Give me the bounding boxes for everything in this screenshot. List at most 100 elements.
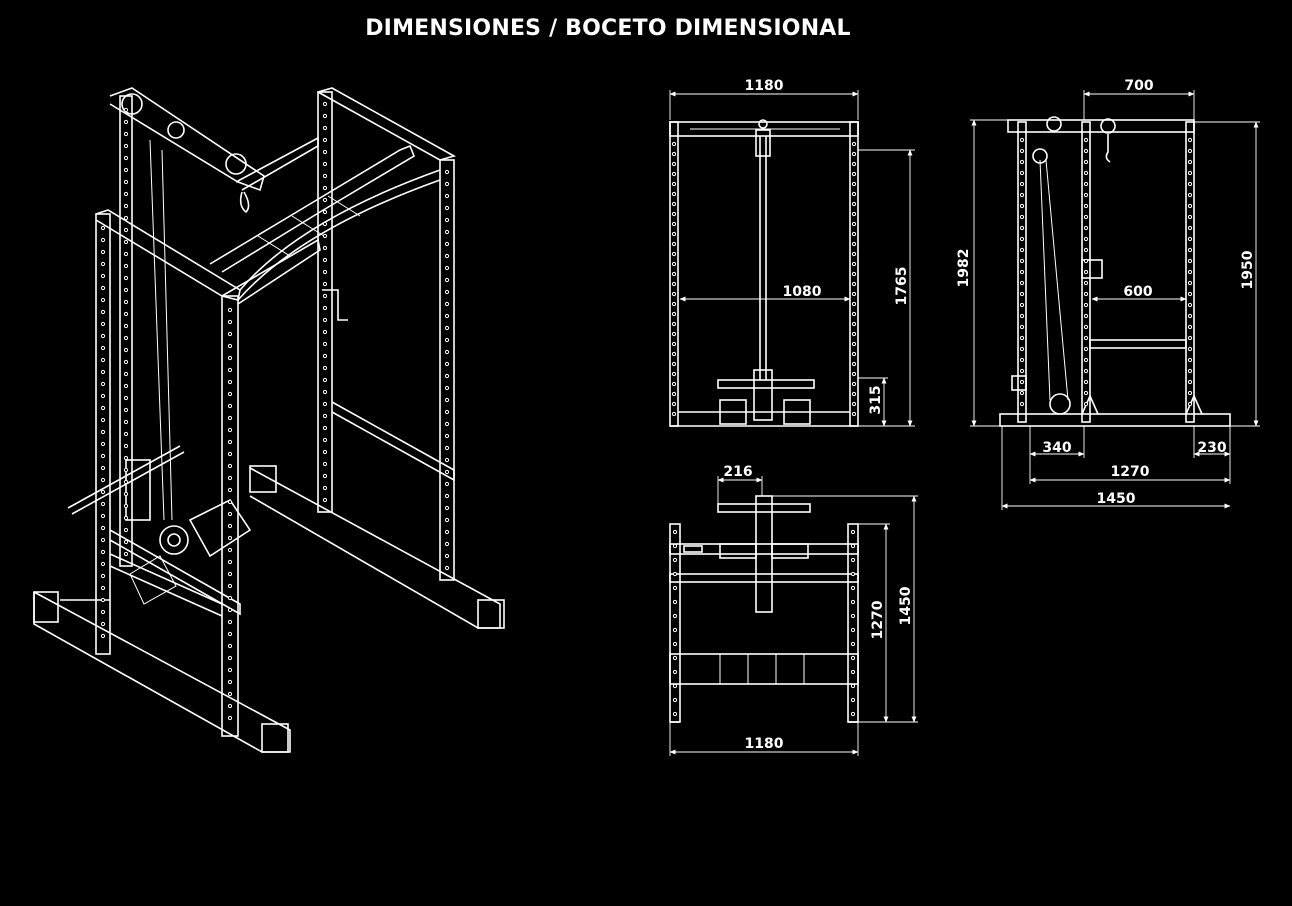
upright-hole	[671, 161, 677, 167]
upright-hole	[1019, 247, 1025, 253]
upright-hole	[444, 313, 450, 319]
upright-hole	[672, 543, 678, 549]
upright-hole	[672, 599, 678, 605]
upright-hole	[100, 333, 106, 339]
upright-hole	[123, 155, 129, 161]
upright-hole	[1019, 390, 1025, 396]
upright-hole	[100, 537, 106, 543]
upright-hole	[672, 697, 678, 703]
upright-hole	[851, 161, 857, 167]
upright-hole	[123, 335, 129, 341]
upright-hole	[322, 413, 328, 419]
upright-hole	[444, 517, 450, 523]
upright-hole	[1019, 335, 1025, 341]
upright-hole	[1187, 280, 1193, 286]
upright-hole	[227, 403, 233, 409]
upright-hole	[850, 683, 856, 689]
upright-hole	[850, 529, 856, 535]
upright-hole	[1187, 137, 1193, 143]
upright-hole	[123, 131, 129, 137]
upright-hole	[1187, 291, 1193, 297]
upright-hole	[100, 429, 106, 435]
upright-hole	[123, 263, 129, 269]
upright-hole	[100, 297, 106, 303]
upright-hole	[123, 479, 129, 485]
upright-hole	[671, 251, 677, 257]
upright-hole	[850, 711, 856, 717]
upright-hole	[123, 347, 129, 353]
upright-hole	[322, 113, 328, 119]
upright-hole	[1187, 324, 1193, 330]
upright-hole	[100, 453, 106, 459]
upright-hole	[444, 493, 450, 499]
upright-hole	[322, 485, 328, 491]
upright-hole	[100, 417, 106, 423]
upright-hole	[851, 151, 857, 157]
upright-hole	[444, 385, 450, 391]
upright-hole	[227, 499, 233, 505]
upright-hole	[322, 173, 328, 179]
upright-hole	[851, 171, 857, 177]
upright-hole	[444, 217, 450, 223]
upright-hole	[1019, 280, 1025, 286]
upright-hole	[672, 529, 678, 535]
upright-hole	[322, 101, 328, 107]
page-title: DIMENSIONES / BOCETO DIMENSIONAL	[365, 16, 851, 41]
upright-hole	[1019, 236, 1025, 242]
top-view-dimensions: 216 1180 1270 1450	[669, 464, 918, 756]
dim-top-depth-total: 1450	[898, 586, 914, 625]
upright-hole	[123, 371, 129, 377]
upright-hole	[671, 381, 677, 387]
upright-hole	[850, 599, 856, 605]
upright-hole	[322, 257, 328, 263]
upright-hole	[1083, 280, 1089, 286]
upright-hole	[851, 331, 857, 337]
upright-hole	[671, 341, 677, 347]
upright-hole	[1083, 247, 1089, 253]
upright-hole	[851, 221, 857, 227]
side-view-drawing	[999, 116, 1231, 427]
upright-hole	[444, 469, 450, 475]
upright-hole	[851, 341, 857, 347]
upright-hole	[1019, 401, 1025, 407]
upright-hole	[1083, 159, 1089, 165]
upright-hole	[444, 553, 450, 559]
upright-hole	[322, 377, 328, 383]
upright-hole	[672, 627, 678, 633]
upright-hole	[100, 573, 106, 579]
dim-front-width-inner: 1080	[783, 284, 822, 300]
upright-hole	[444, 241, 450, 247]
upright-hole	[1083, 137, 1089, 143]
upright-hole	[227, 655, 233, 661]
upright-hole	[322, 461, 328, 467]
upright-hole	[227, 379, 233, 385]
upright-hole	[444, 457, 450, 463]
upright-hole	[1019, 291, 1025, 297]
upright-hole	[322, 281, 328, 287]
upright-hole	[851, 231, 857, 237]
dim-side-base-mid: 1270	[1111, 464, 1150, 480]
upright-hole	[851, 401, 857, 407]
upright-hole	[672, 655, 678, 661]
upright-hole	[100, 249, 106, 255]
upright-hole	[227, 643, 233, 649]
upright-hole	[123, 191, 129, 197]
upright-hole	[100, 285, 106, 291]
upright-hole	[851, 371, 857, 377]
upright-hole	[671, 411, 677, 417]
upright-hole	[1083, 390, 1089, 396]
upright-hole	[850, 655, 856, 661]
upright-hole	[671, 231, 677, 237]
upright-hole	[100, 465, 106, 471]
upright-hole	[1083, 313, 1089, 319]
upright-hole	[322, 353, 328, 359]
upright-hole	[1187, 192, 1193, 198]
upright-hole	[123, 299, 129, 305]
upright-hole	[444, 277, 450, 283]
upright-hole	[227, 319, 233, 325]
dim-side-depth-inner: 600	[1123, 284, 1152, 300]
upright-hole	[1083, 225, 1089, 231]
upright-hole	[123, 251, 129, 257]
upright-hole	[851, 301, 857, 307]
upright-hole	[444, 325, 450, 331]
